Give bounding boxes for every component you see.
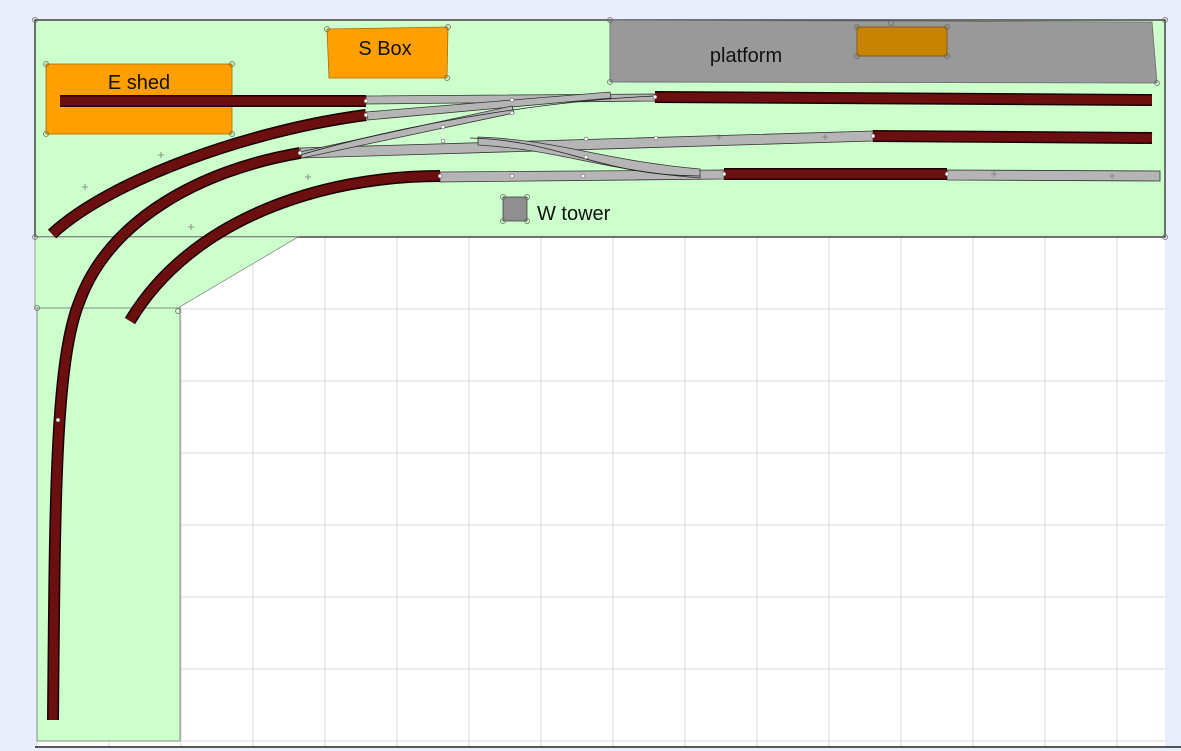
turnout-lower-diverge[interactable] [477,136,701,179]
track-curve-outer[interactable] [48,110,367,238]
turnout-curve-line-2 [299,95,656,156]
turnout-curve-line [469,137,701,177]
track-middle-line[interactable] [872,131,1153,143]
turnout-upper-diverge[interactable] [365,91,612,121]
rail-joints [55,94,950,423]
signal-box-label: S Box [358,38,411,60]
platform-building[interactable] [856,26,948,57]
track-mainline-descent[interactable] [48,148,301,721]
selection-handles [32,17,1168,314]
water-tower[interactable] [502,196,528,222]
engine-shed-label: E shed [108,72,170,94]
track-platform-line[interactable] [654,92,1153,105]
signal-box[interactable] [326,26,449,79]
track-curve-inner[interactable] [126,171,441,324]
plus-markers [82,134,1115,230]
tracks [47,91,1153,721]
turnout-right-end[interactable] [946,169,1161,182]
water-tower-label: W tower [537,203,611,225]
platform-label: platform [710,45,782,67]
